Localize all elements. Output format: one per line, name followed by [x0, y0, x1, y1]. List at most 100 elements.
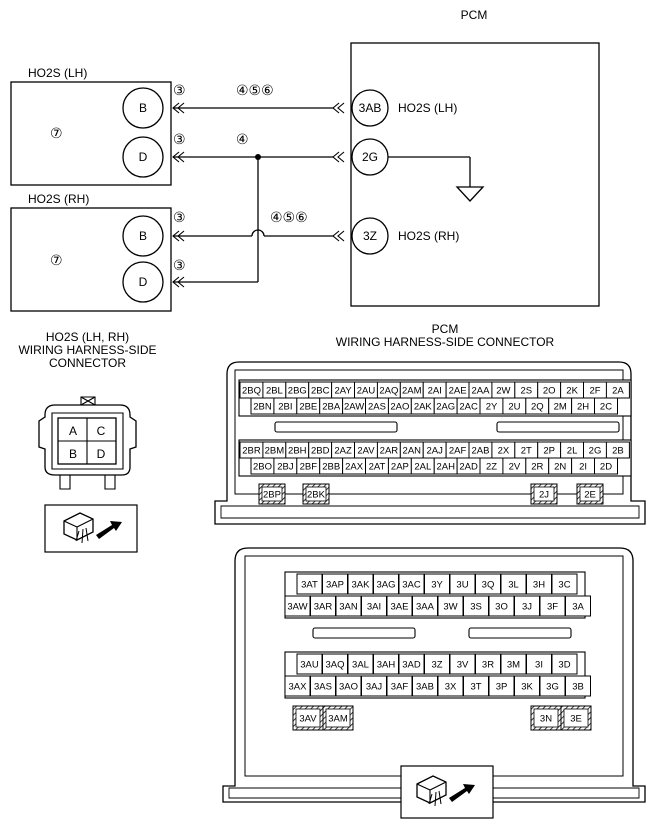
- connector-pin-label: 2K: [566, 386, 578, 397]
- connector-pin-3ai: 3AI: [361, 595, 387, 617]
- ho2s-lh-title: HO2S (LH): [28, 66, 87, 80]
- connector-pin-2be: 2BE: [296, 397, 321, 415]
- connector-pin-label: 3H: [533, 580, 545, 591]
- terminal-pcm-3z-circle: [351, 217, 389, 255]
- connector-pin-label: 2AV: [357, 446, 375, 457]
- connector-pin-label: 3AG: [376, 580, 395, 591]
- connector-pin-2bc: 2BC: [308, 381, 333, 399]
- connector-pin-label: 2A: [612, 386, 624, 397]
- connector-pin-label: 2AK: [414, 402, 433, 413]
- connector-pin-label: 3K: [521, 682, 533, 693]
- connector-pin-label: 2AZ: [334, 446, 352, 457]
- connector-pin-2ay: 2AY: [331, 381, 356, 399]
- connector-pin-3ab: 3AB: [412, 675, 438, 697]
- connector-pin-3i: 3I: [526, 653, 552, 675]
- connector-pin-label: 3Y: [431, 580, 443, 591]
- note-rh-d: ③: [173, 257, 186, 273]
- connector-pin-2w: 2W: [491, 381, 516, 399]
- ground-symbol: [455, 186, 485, 202]
- connector-pin-3aq: 3AQ: [322, 653, 348, 675]
- connector-pin-2y: 2Y: [479, 397, 504, 415]
- connector-pin-2bm: 2BM: [262, 441, 287, 459]
- ho2s-connector-title-line-1: HO2S (LH, RH): [45, 330, 130, 344]
- connector-pin-3w: 3W: [437, 595, 464, 617]
- connector-pin-label: 2BQ: [242, 386, 261, 397]
- connector-pin-label: 3AU: [300, 660, 319, 671]
- connector-pin-label: 2O: [543, 386, 556, 397]
- connector-pin-3ae: 3AE: [386, 595, 413, 617]
- connector-pin-label: 3AC: [402, 580, 421, 591]
- connector-pin-label: 2AT: [369, 462, 386, 473]
- connector-pin-label: 2BO: [253, 462, 272, 473]
- connector-pin-label: 3Q: [482, 580, 495, 591]
- connector-pin-2ab: 2AB: [468, 441, 493, 459]
- connector-pin-label: 2V: [509, 462, 521, 473]
- connector-pin-label: 3AM: [328, 714, 348, 725]
- ho2s-pin-a: A: [69, 424, 77, 438]
- connector-pin-label: 2AU: [357, 386, 376, 397]
- connector-pin-label: 2AW: [344, 402, 364, 413]
- view-direction-icon: [44, 504, 138, 553]
- connector-pin-2aj: 2AJ: [422, 441, 447, 459]
- connector-pin-2at: 2AT: [365, 457, 389, 475]
- connector-pin-label: 2AX: [345, 462, 364, 473]
- connector-pin-3a: 3A: [565, 595, 591, 617]
- terminal-lh-d: D: [139, 150, 148, 164]
- ho2s-pin-d: D: [97, 447, 106, 461]
- connector-pin-label: 2AP: [391, 462, 409, 473]
- note-rh-b-harness: ④⑤⑥: [270, 209, 308, 225]
- connector-pin-label: 2S: [520, 386, 532, 397]
- connector-pin-2b: 2B: [605, 441, 630, 459]
- connector-pin-3s: 3S: [463, 595, 489, 617]
- connector-pin-label: 2AI: [428, 386, 442, 397]
- connector-pin-2l: 2L: [560, 441, 585, 459]
- connector-pin-2ah: 2AH: [433, 457, 458, 475]
- note-lh-b-harness: ④⑤⑥: [236, 82, 274, 98]
- connector-pin-3r: 3R: [475, 653, 501, 675]
- connector-pin-2ag: 2AG: [433, 397, 458, 415]
- wiring-schematic: B D B D 3AB 2G 3Z PCM HO2S (LH) HO2S (RH…: [10, 8, 600, 312]
- connector-pin-label: 2AD: [459, 462, 478, 473]
- connector-pin-2bp: 2BP: [258, 483, 286, 505]
- connector-pin-label: 3L: [508, 580, 519, 591]
- connector-pin-label: 3N: [540, 714, 552, 725]
- connector-pin-label: 2Y: [486, 402, 498, 413]
- connector-pin-2j: 2J: [530, 483, 558, 505]
- connector-pin-label: 3V: [457, 660, 469, 671]
- connector-pin-label: 3A: [572, 602, 584, 613]
- connector-pin-2i: 2I: [571, 457, 596, 475]
- terminal-pcm-3z: 3Z: [363, 229, 377, 243]
- connector-pin-label: 2AM: [402, 386, 422, 397]
- connector-pin-label: 3I: [535, 660, 543, 671]
- connector-pin-label: 2E: [584, 490, 596, 501]
- connector-pin-3av: 3AV: [292, 705, 324, 731]
- connector-pin-label: 3Z: [431, 660, 442, 671]
- connector-pin-label: 2Q: [531, 402, 544, 413]
- connector-pin-2ak: 2AK: [410, 397, 435, 415]
- connector-pin-label: 3F: [547, 602, 558, 613]
- pcm-title: PCM: [461, 8, 488, 22]
- pcm-label-rh: HO2S (RH): [398, 229, 459, 243]
- connector-pin-label: 3B: [572, 682, 584, 693]
- connector-pin-label: 3AV: [299, 714, 317, 725]
- connector-pin-3ax: 3AX: [284, 675, 311, 697]
- connector-pin-label: 2BL: [266, 386, 283, 397]
- connector-pin-2bb: 2BB: [319, 457, 344, 475]
- connector-pin-2bg: 2BG: [285, 381, 310, 399]
- connector-pin-label: 2AN: [403, 446, 422, 457]
- connector-pin-3ao: 3AO: [335, 675, 362, 697]
- connector-pin-label: 3G: [546, 682, 559, 693]
- connector-pin-label: 3AJ: [366, 682, 383, 693]
- connector-pin-label: 2AR: [380, 446, 399, 457]
- pcm-box: [350, 42, 600, 307]
- connector-pin-2u: 2U: [502, 397, 527, 415]
- connector-pin-2ao: 2AO: [387, 397, 412, 415]
- connector-pin-label: 3AP: [326, 580, 344, 591]
- connector-pin-3aa: 3AA: [412, 595, 438, 617]
- connector-pin-label: 2BF: [300, 462, 318, 473]
- terminal-rh-b: B: [139, 229, 147, 243]
- connector-pin-label: 2BA: [322, 402, 341, 413]
- terminal-pcm-2g-circle: [351, 138, 389, 176]
- connector-pin-2r: 2R: [525, 457, 550, 475]
- connector-pin-label: 2AB: [472, 446, 490, 457]
